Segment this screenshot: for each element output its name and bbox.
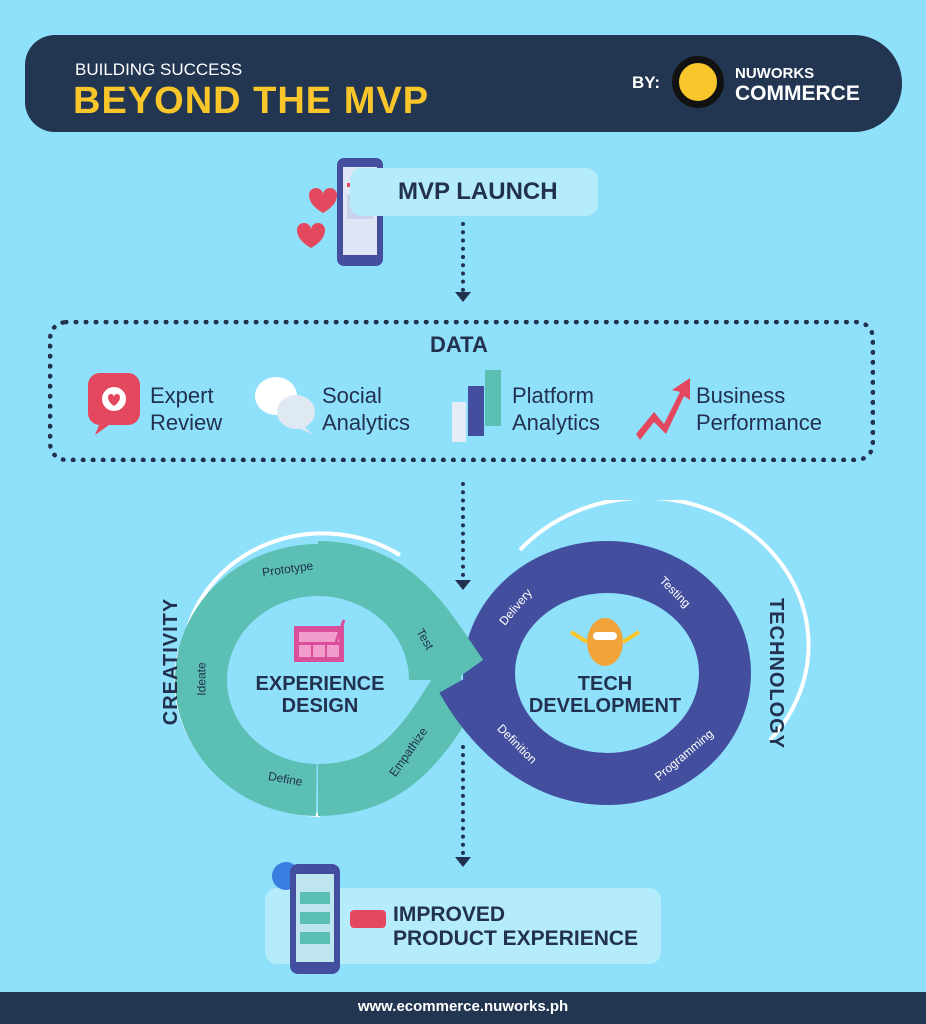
result-line2: PRODUCT EXPERIENCE <box>393 927 639 950</box>
connector-dots <box>461 482 465 577</box>
mvp-launch-box <box>350 168 598 216</box>
creativity-label: CREATIVITY <box>160 597 183 726</box>
mvp-launch-label: MVP LAUNCH <box>398 178 558 205</box>
item-line1: Business <box>696 383 786 408</box>
bar-chart-icon <box>452 370 501 442</box>
brand-line1: NUWORKS <box>735 65 815 82</box>
header-subtitle: BUILDING SUCCESS <box>75 60 243 79</box>
speech-bubbles-icon <box>255 377 315 434</box>
arrow-down-icon <box>455 580 471 590</box>
title-line2: DEVELOPMENT <box>528 695 682 717</box>
item-line1: Platform <box>512 383 594 408</box>
footer-url[interactable]: www.ecommerce.nuworks.ph <box>0 992 926 1024</box>
by-label: BY: <box>632 73 661 92</box>
connector-dots <box>461 222 465 292</box>
item-line2: Performance <box>696 410 822 435</box>
data-box <box>48 320 875 462</box>
item-line1: Social <box>322 383 382 408</box>
step-ideate: Ideate <box>194 662 209 696</box>
item-line2: Analytics <box>512 410 601 435</box>
item-line2: Analytics <box>322 410 411 435</box>
page-title: BEYOND THE MVP <box>73 80 430 122</box>
data-title: DATA <box>430 332 488 357</box>
connector-dots <box>461 745 465 855</box>
robot-mascot-icon <box>569 618 641 666</box>
chat-heart-icon <box>88 373 140 435</box>
result-line1: IMPROVED <box>393 903 506 926</box>
infinity-loop <box>174 500 811 817</box>
trend-arrow-icon <box>636 378 690 440</box>
title-line1: EXPERIENCE <box>255 673 385 695</box>
arrow-down-icon <box>455 292 471 302</box>
brand-line2: COMMERCE <box>735 82 860 105</box>
phone-feedback-icon <box>272 862 386 974</box>
item-line1: Expert <box>150 383 214 408</box>
item-line2: Review <box>150 410 223 435</box>
technology-label: TECHNOLOGY <box>765 597 788 750</box>
header-banner <box>25 35 902 132</box>
design-window-icon <box>294 619 346 662</box>
title-line2: DESIGN <box>281 695 359 717</box>
nuworks-logo-icon <box>672 56 724 108</box>
title-line1: TECH <box>577 673 633 695</box>
arrow-down-icon <box>455 857 471 867</box>
